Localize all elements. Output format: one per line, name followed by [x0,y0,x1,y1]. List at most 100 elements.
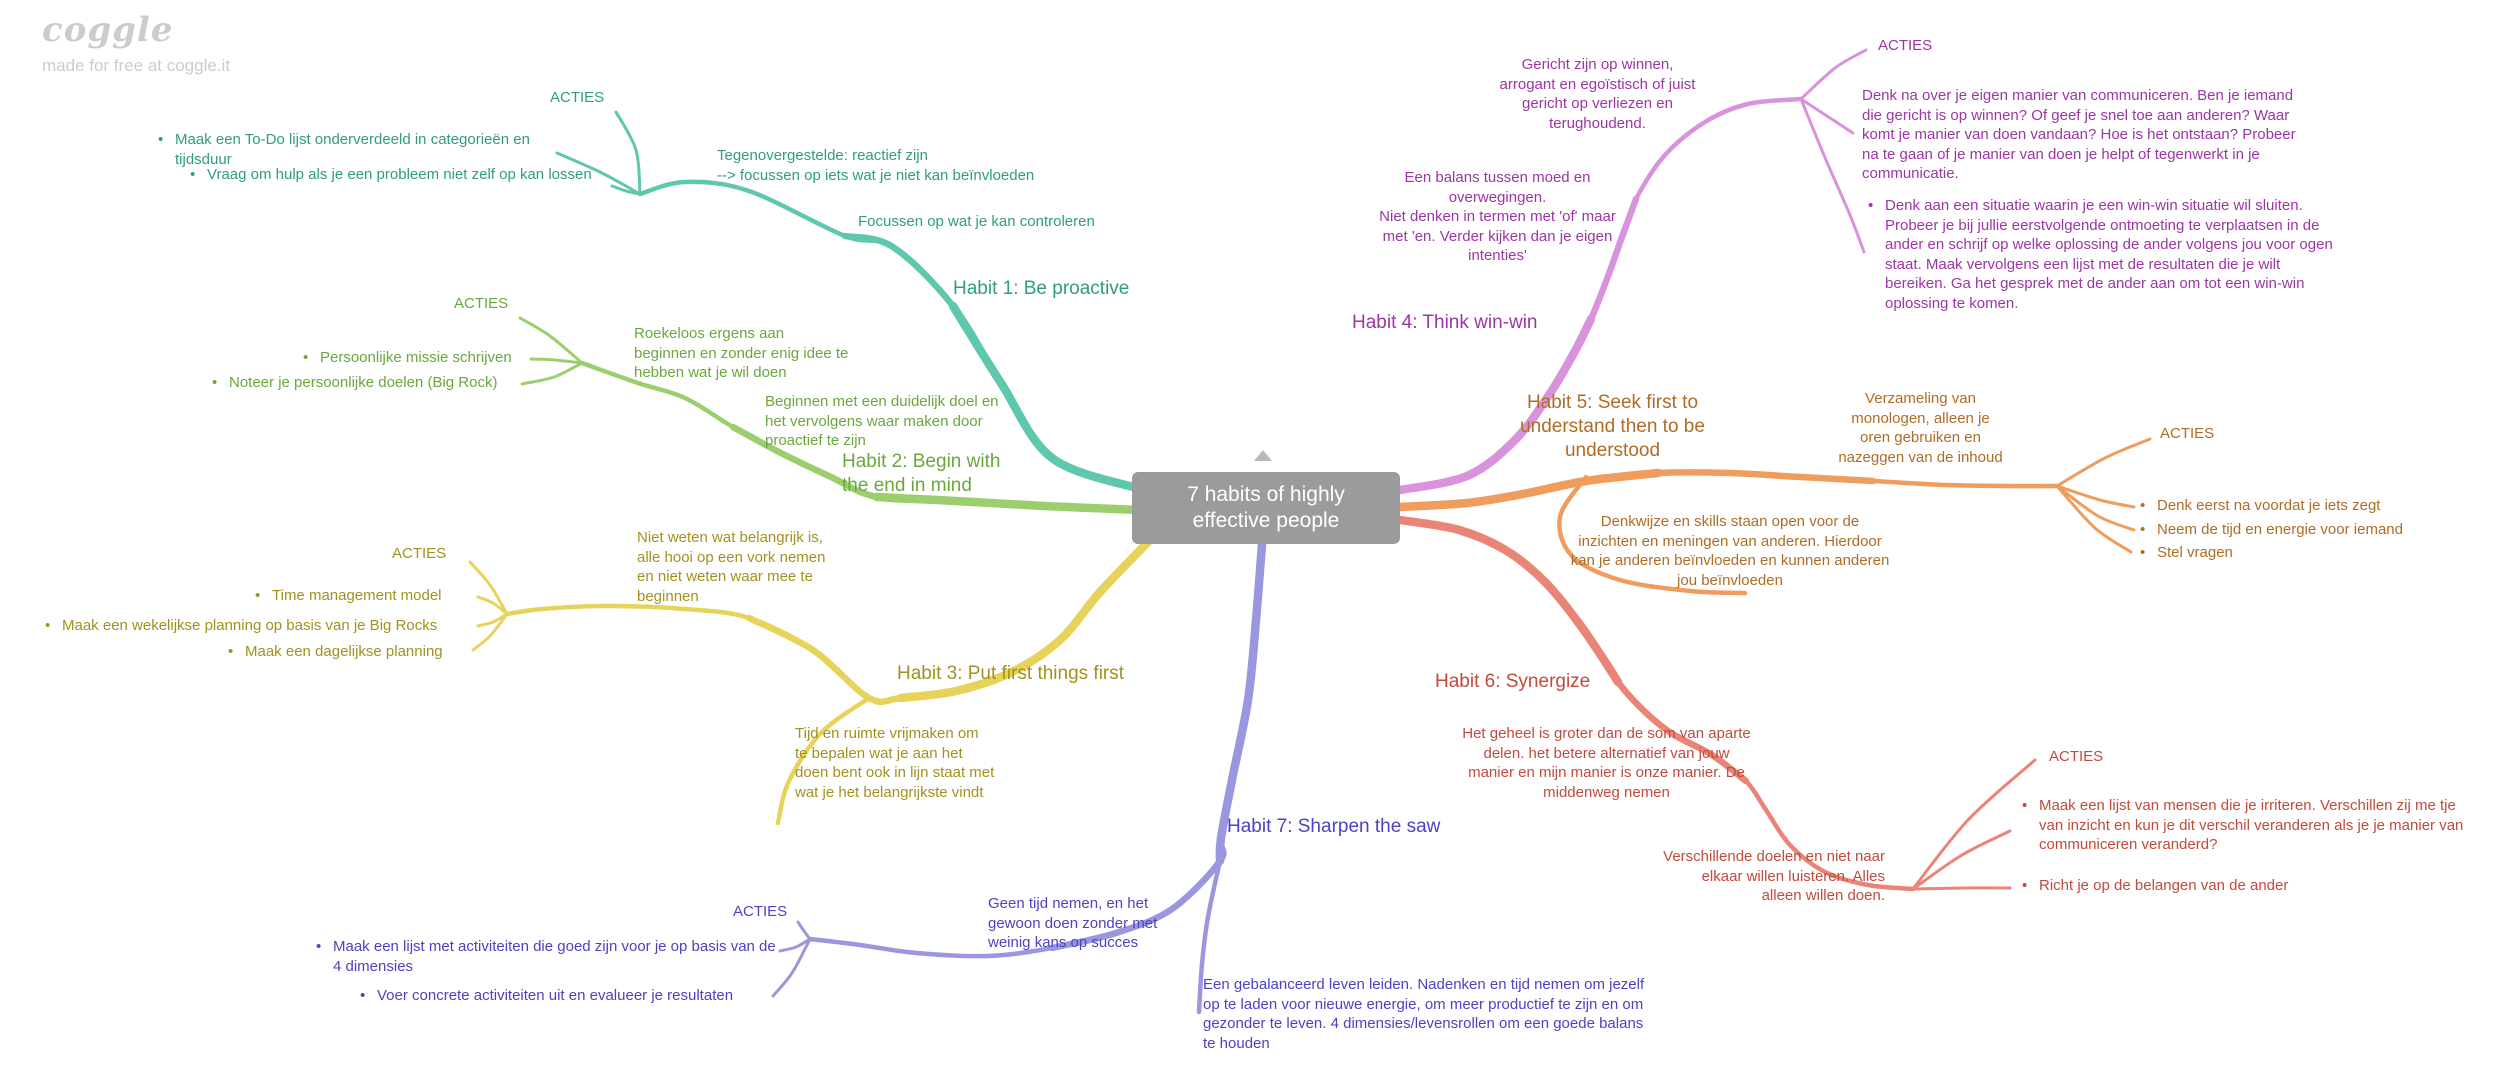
habit3-node-positive[interactable]: Tijd en ruimte vrijmaken om te bepalen w… [795,725,995,801]
branch-segment [1557,474,1748,596]
habit2-action-1[interactable]: Persoonlijke missie schrijven [303,348,512,368]
habit3-acties-label[interactable]: ACTIES [392,545,447,562]
action-text: Vraag om hulp als je een probleem niet z… [207,166,592,183]
habit7-label[interactable]: Habit 7: Sharpen the saw [1227,816,1441,837]
action-text: Maak een To-Do lijst onderverdeeld in ca… [175,131,530,168]
habit1-acties-label[interactable]: ACTIES [550,89,605,106]
habit4-note[interactable]: Denk na over je eigen manier van communi… [1862,87,2296,182]
branch-segment [1196,858,1223,1015]
habit5-action-3[interactable]: Stel vragen [2140,543,2233,563]
coggle-logo[interactable]: coggle [42,10,174,50]
action-text: Maak een dagelijkse planning [245,643,443,660]
branch-habit3 [468,535,1155,826]
bullet-dot-icon [1868,196,1878,313]
branch-segment [896,535,1155,703]
bullet-dot-icon [316,937,326,976]
habit6-node-2[interactable]: Verschillende doelen en niet naar elkaar… [1663,848,1885,904]
branch-segment [775,695,872,826]
habit7-acties-label[interactable]: ACTIES [733,903,788,920]
habit2-node-1[interactable]: Beginnen met een duidelijk doel en het v… [765,393,999,449]
action-text: Neem de tijd en energie voor iemand [2157,521,2403,538]
habit2-node-2[interactable]: Roekeloos ergens aan beginnen en zonder … [634,325,849,381]
branch-habit1 [555,110,1145,494]
bullet-dot-icon [2022,876,2032,896]
habit4-label[interactable]: Habit 4: Think win-win [1352,312,1538,333]
habit4-action-1[interactable]: Denk aan een situatie waarin je een win-… [1868,196,2338,313]
branch-segment [518,316,584,365]
action-text: Noteer je persoonlijke doelen (Big Rock) [229,374,498,391]
branch-habit4 [1395,48,1868,495]
habit3-action-3[interactable]: Maak een dagelijkse planning [228,642,443,662]
habit1-label[interactable]: Habit 1: Be proactive [953,278,1130,299]
habit4-acties-label[interactable]: ACTIES [1878,37,1933,54]
branch-segment [614,110,642,196]
habit3-label[interactable]: Habit 3: Put first things first [897,663,1125,684]
branch-segment [1799,48,1868,101]
bullet-dot-icon [45,616,55,636]
habit1-action-1[interactable]: Maak een To-Do lijst onderverdeeld in ca… [158,130,558,169]
bullet-dot-icon [2140,543,2150,563]
habit7-action-2[interactable]: Voer concrete activiteiten uit en evalue… [360,986,733,1006]
branch-segment [1395,468,1663,512]
branch-segment [1215,539,1267,866]
branch-segment [2055,437,2152,488]
habit3-action-2[interactable]: Maak een wekelijkse planning op basis va… [45,616,437,636]
habit1-action-2[interactable]: Vraag om hulp als je een probleem niet z… [190,165,592,185]
action-text: Maak een wekelijkse planning op basis va… [62,617,438,634]
branch-segment [2055,484,2136,532]
habit5-action-2[interactable]: Neem de tijd en energie voor iemand [2140,520,2403,540]
habit1-node-1[interactable]: Focussen op wat je kan controleren [858,213,1095,230]
habit2-action-2[interactable]: Noteer je persoonlijke doelen (Big Rock) [212,373,497,393]
habit3-node-negative[interactable]: Niet weten wat belangrijk is, alle hooi … [637,529,826,605]
habit7-node-negative[interactable]: Geen tijd nemen, en het gewoon doen zond… [988,895,1158,951]
habit5-acties-label[interactable]: ACTIES [2160,425,2215,442]
branch-segment [1799,97,1866,254]
branch-segment [2055,484,2133,554]
bullet-dot-icon [212,373,222,393]
branch-segment [529,357,584,365]
branch-segment [1911,758,2037,891]
habit6-acties-label[interactable]: ACTIES [2049,748,2104,765]
coggle-tagline-link[interactable]: made for free at coggle.it [42,56,231,75]
habit4-node-1[interactable]: Een balans tussen moed en overwegingen. … [1379,169,1616,264]
action-text: Voer concrete activiteiten uit en evalue… [377,987,734,1004]
habit2-acties-label[interactable]: ACTIES [454,295,509,312]
habit2-label[interactable]: Habit 2: Begin with the end in mind [842,451,1001,496]
branch-segment [610,184,642,196]
habit7-action-1[interactable]: Maak een lijst met activiteiten die goed… [316,937,776,976]
branch-segment [1395,515,1623,687]
branch-segment [476,595,509,616]
branch-segment [796,920,812,941]
habit7-node-positive[interactable]: Een gebalanceerd leven leiden. Nadenken … [1203,976,1645,1052]
action-text: Denk aan een situatie waarin je een win-… [1885,197,2333,312]
action-text: Persoonlijke missie schrijven [320,349,512,366]
root-collapse-arrow-icon[interactable] [1254,450,1272,461]
branch-segment [2055,484,2136,509]
habit5-node-2[interactable]: Denkwijze en skills staan open voor de i… [1570,513,1890,589]
habit5-label[interactable]: Habit 5: Seek first to understand then t… [1520,392,1705,461]
habit3-action-1[interactable]: Time management model [255,586,442,606]
action-text: Stel vragen [2157,544,2233,561]
habit6-action-1[interactable]: Maak een lijst van mensen die je irriter… [2022,796,2482,855]
bullet-dot-icon [228,642,238,662]
habit6-label[interactable]: Habit 6: Synergize [1435,671,1591,692]
branch-habit2 [518,316,1145,515]
bullet-dot-icon [2022,796,2032,855]
branch-segment [948,301,1145,494]
habit1-node-2[interactable]: Tegenovergestelde: reactief zijn --> foc… [717,147,1035,184]
root-node[interactable]: 7 habits of highly effective people [1132,472,1400,544]
branch-segment [468,560,509,616]
action-text: Richt je op de belangen van de ander [2039,877,2289,894]
bullet-dot-icon [2140,496,2150,516]
habit6-action-2[interactable]: Richt je op de belangen van de ander [2022,876,2288,896]
habit4-node-2[interactable]: Gericht zijn op winnen, arrogant en egoï… [1499,56,1696,132]
bullet-dot-icon [303,348,313,368]
habit5-action-1[interactable]: Denk eerst na voordat je iets zegt [2140,496,2380,516]
habit6-node-1[interactable]: Het geheel is groter dan de som van apar… [1462,725,1751,801]
branch-segment [778,937,812,953]
branch-habit7 [771,539,1267,1015]
branch-segment [555,151,642,196]
habit5-node-1[interactable]: Verzameling van monologen, alleen je ore… [1838,390,2003,466]
bullet-dot-icon [190,165,200,185]
